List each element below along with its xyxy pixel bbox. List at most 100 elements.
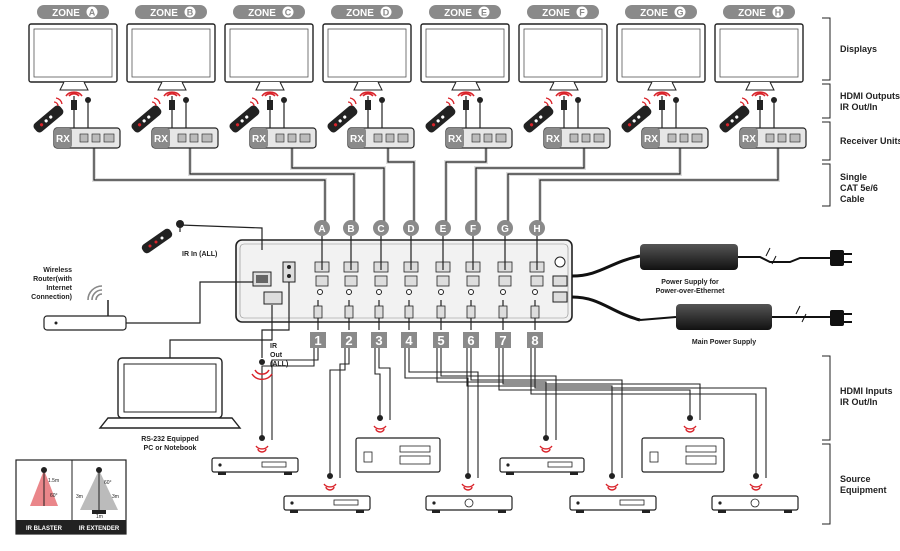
receiver-tag-label: RX: [546, 134, 560, 145]
input-marker-4: [401, 332, 417, 348]
source-hdmi-cable: [408, 348, 479, 478]
player-led: [506, 463, 510, 467]
right-bracket-labels: [822, 17, 831, 525]
player-slot: [333, 499, 359, 506]
cable-layer: [92, 148, 780, 478]
input-marker-2: [341, 332, 357, 348]
source-ir-cable: [466, 348, 613, 474]
remote-button: [333, 123, 338, 127]
output-marker-b: [343, 220, 359, 236]
input-marker-number: 7: [499, 333, 506, 348]
player-slot: [261, 461, 287, 468]
player-dial: [464, 498, 474, 508]
receiver-port: [789, 133, 801, 143]
output-marker-c: [373, 220, 389, 236]
cat-cable-outline: [290, 148, 386, 226]
player-foot: [576, 510, 584, 513]
remote-control-icon: [229, 105, 260, 133]
output-marker-f: [465, 220, 481, 236]
input-port: [315, 275, 329, 287]
ir-blaster-legend-icon: [30, 467, 58, 506]
ir-signal-icon: [457, 91, 475, 97]
remote-control-icon: [131, 105, 162, 133]
ir-signal-icon: [683, 425, 697, 433]
receiver-port: [569, 133, 579, 143]
receiver-tag: [348, 128, 366, 148]
display-panel: [621, 28, 701, 78]
zone-letter-badge: [576, 6, 588, 18]
zone-letter-badge: [478, 6, 490, 18]
ir-emitter-icon: [609, 473, 615, 479]
receiver-tag: [740, 128, 758, 148]
ir-emitter-icon: [465, 473, 471, 479]
zone-letter-badge: [380, 6, 392, 18]
hdmi-inputs-label: HDMI Inputs: [840, 386, 893, 396]
output-marker-letter: C: [377, 224, 384, 235]
cat-cable: [507, 148, 681, 226]
router-label-3: Internet: [46, 285, 72, 292]
zone-letter: H: [775, 8, 782, 18]
poe-psu-label-1: Power Supply for: [661, 279, 719, 286]
input-marker-3: [371, 332, 387, 348]
source-label-2: Equipment: [840, 485, 887, 495]
player-slot: [547, 461, 573, 468]
player-foot: [218, 472, 226, 475]
ir-signal-icon: [751, 91, 769, 97]
ir-emitter-icon: [377, 415, 383, 421]
remote-button: [44, 119, 48, 123]
player-foot: [506, 472, 514, 475]
player-foot: [498, 510, 506, 513]
ir-jack: [317, 289, 323, 295]
input-marker-5: [433, 332, 449, 348]
ir-extender-legend-icon: [80, 467, 118, 514]
cable-label-2: CAT 5e/6: [840, 183, 878, 193]
hdmi-connector: [365, 100, 371, 110]
rs232-port: [263, 291, 283, 305]
remote-control-icon: [621, 105, 652, 133]
player-led: [432, 501, 436, 505]
receiver-port: [299, 133, 311, 143]
source-ir-cable: [329, 348, 346, 474]
ir-jack: [500, 289, 506, 295]
output-marker-letter: H: [533, 224, 540, 235]
cat-cable: [189, 148, 355, 226]
ir-out-label-3: (ALL): [270, 361, 288, 368]
output-marker-letter: E: [440, 224, 447, 235]
hdmi-plug: [404, 305, 414, 319]
display-panel: [523, 28, 603, 78]
zone-letter-badge: [772, 6, 784, 18]
zone-letter: B: [187, 8, 194, 18]
remote-ir-wave: [739, 97, 749, 107]
remote-ir-wave: [641, 97, 651, 107]
cat-cable-outline: [538, 148, 780, 226]
output-marker-g: [497, 220, 513, 236]
remote-ir-wave: [53, 97, 63, 107]
matrix-switcher-unit: [235, 239, 573, 323]
receiver-tag-label: RX: [56, 134, 70, 145]
output-marker-letter: G: [501, 224, 509, 235]
disc-slot: [685, 445, 717, 453]
ir-emitter-icon: [327, 473, 333, 479]
display-window: [685, 455, 717, 465]
hdmi-outputs-label: HDMI Outputs: [840, 91, 900, 101]
legend-extender-dist-3: 1m: [96, 514, 103, 520]
zone-letter: F: [579, 8, 585, 18]
remote-button: [632, 119, 636, 123]
input-marker-1: [310, 332, 326, 348]
ir-in-all-label: IR In (ALL): [182, 251, 217, 258]
source-hdmi-cable: [502, 348, 701, 420]
player-led: [718, 501, 722, 505]
zone-letter: G: [676, 8, 683, 18]
lan-port: [252, 271, 272, 287]
receiver-tag: [152, 128, 170, 148]
remote-ir-wave: [347, 97, 357, 107]
wireless-router: [43, 281, 253, 331]
zone-letter: A: [89, 8, 96, 18]
hdmi-connector: [757, 100, 763, 110]
